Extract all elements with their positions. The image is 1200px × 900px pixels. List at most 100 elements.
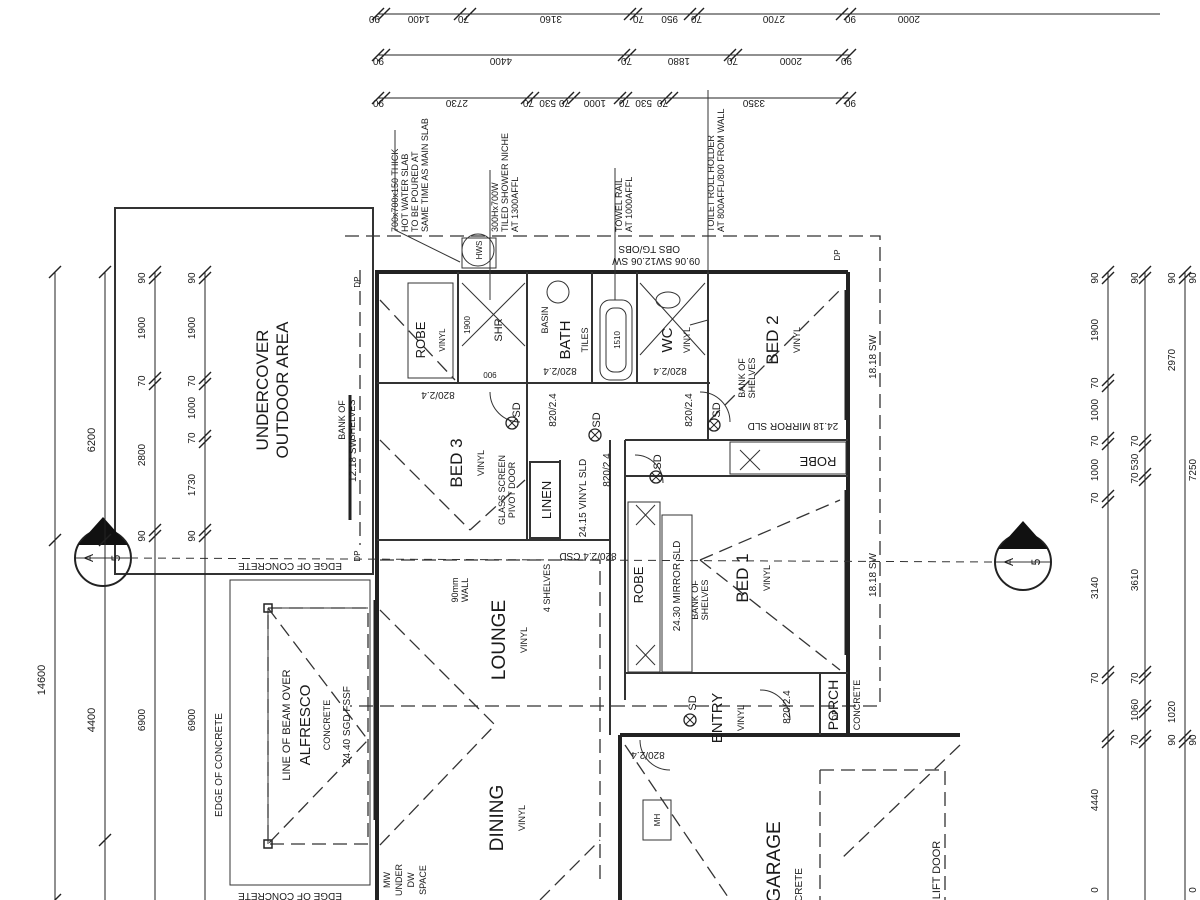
svg-text:12.18 SW: 12.18 SW: [348, 437, 359, 481]
dim-label: 3140: [1090, 576, 1101, 599]
svg-text:300Hx700W: 300Hx700W: [490, 182, 500, 232]
dimension-tick: [613, 91, 627, 105]
svg-text:LINE OF BEAM OVER: LINE OF BEAM OVER: [281, 669, 293, 780]
dim-label: 4400: [489, 55, 512, 66]
dimension-tick: [98, 533, 112, 547]
svg-text:BED 2: BED 2: [763, 315, 782, 364]
dimension-tick: [148, 377, 162, 391]
svg-text:DP: DP: [833, 249, 842, 260]
svg-text:VINYL: VINYL: [792, 327, 802, 353]
svg-text:5: 5: [1029, 558, 1043, 565]
toilet-roll-note: TOILET ROLL HOLDER AT 800AFFL/800 FROM W…: [706, 109, 726, 232]
dim-label: 4440: [1090, 788, 1101, 811]
dim-label: 3160: [539, 13, 562, 24]
room-lounge: LOUNGE VINYL: [489, 600, 529, 680]
dimension-tick: [1178, 735, 1192, 749]
svg-text:SHELVES: SHELVES: [700, 580, 710, 621]
dimension-tick: [198, 271, 212, 285]
room-porch: PORCH CONCRETE: [825, 680, 862, 731]
dimension-tick: [629, 7, 643, 21]
dim-label: 90: [137, 530, 148, 542]
svg-text:BED 3: BED 3: [447, 438, 466, 487]
dim-label: 70: [558, 97, 570, 108]
dimension-tick: [1101, 735, 1115, 749]
undercover-outline: [114, 207, 374, 575]
dimension-tick: [1101, 495, 1115, 509]
dimension-tick: [623, 48, 637, 62]
alfresco-labels: LINE OF BEAM OVER ALFRESCO CONCRETE 24.4…: [214, 560, 353, 900]
dim-label: 1880: [667, 55, 690, 66]
svg-text:VINYL: VINYL: [682, 327, 692, 353]
svg-text:AT 1000AFFL: AT 1000AFFL: [624, 177, 634, 232]
dim-label: 70: [632, 13, 644, 24]
dimension-tick: [526, 91, 540, 105]
dim-label: 1000: [1090, 458, 1101, 481]
dimension-tick: [148, 271, 162, 285]
svg-text:820/2.4: 820/2.4: [631, 749, 665, 760]
dimension-tick: [463, 7, 477, 21]
dim-label: 6200: [86, 428, 98, 452]
svg-text:CRETE: CRETE: [794, 868, 805, 900]
dim-label: 1060: [1130, 698, 1141, 721]
dimension-tick: [691, 7, 705, 21]
svg-text:09.06 SW12.06 SW: 09.06 SW12.06 SW: [612, 255, 700, 266]
dim-label: 6900: [137, 708, 148, 731]
svg-text:1510: 1510: [613, 331, 622, 349]
dimension-tick: [98, 265, 112, 279]
smoke-detectors: SD SD SD SD SD: [505, 402, 723, 727]
dim-label: 70: [690, 13, 702, 24]
dimension-tick: [148, 265, 162, 279]
dimension-tick: [623, 7, 637, 21]
dim-label: 950: [661, 13, 678, 24]
dim-label: 1000: [1090, 398, 1101, 421]
svg-text:SD: SD: [591, 412, 603, 427]
dimension-tick: [1138, 671, 1152, 685]
svg-text:TOILET ROLL HOLDER: TOILET ROLL HOLDER: [706, 135, 716, 232]
left-dimensions: 14600 6200 4400 90 1900 70 2800 90 6900 …: [36, 272, 198, 732]
dim-label: 4400: [86, 708, 98, 732]
svg-text:PORCH: PORCH: [825, 680, 841, 731]
dim-label: 90: [137, 272, 148, 284]
dim-label: 1900: [137, 316, 148, 339]
dim-label: 90: [1167, 272, 1178, 284]
dim-label: 90: [372, 97, 384, 108]
dimension-tick: [1138, 467, 1152, 481]
dimension-tick: [683, 7, 697, 21]
dimension-tick: [617, 48, 631, 62]
shower-niche-note: 300Hx700W TILED SHOWER NICHE AT 1300AFFL: [490, 133, 520, 232]
dim-label: 90: [187, 272, 198, 284]
dimension-tick: [659, 91, 673, 105]
smoke-detector-icon: SD: [588, 412, 603, 442]
dimension-tick: [1138, 473, 1152, 487]
dimension-tick: [1138, 705, 1152, 719]
svg-text:EDGE OF CONCRETE: EDGE OF CONCRETE: [238, 890, 342, 900]
dim-label: 70: [1130, 672, 1141, 684]
dimension-tick: [1101, 437, 1115, 451]
svg-text:DP: DP: [353, 276, 362, 287]
room-bed1: BED 1 VINYL: [733, 553, 772, 602]
svg-text:VINYL: VINYL: [736, 705, 746, 731]
svg-text:EDGE OF CONCRETE: EDGE OF CONCRETE: [238, 560, 342, 571]
svg-text:SHR: SHR: [493, 318, 505, 341]
smoke-detector-icon: SD: [707, 402, 723, 432]
dim-label: 90: [1188, 734, 1199, 746]
svg-text:BASIN: BASIN: [540, 306, 550, 333]
dimension-tick: [665, 91, 679, 105]
svg-text:AT 1300AFFL: AT 1300AFFL: [510, 177, 520, 232]
dimension-tick: [1101, 431, 1115, 445]
dim-label: 90: [368, 13, 380, 24]
dim-label: 530: [635, 97, 652, 108]
dimension-tick: [1101, 665, 1115, 679]
dim-label: 2800: [137, 443, 148, 466]
room-dining: DINING VINYL: [487, 785, 527, 852]
svg-text:ROBE: ROBE: [799, 454, 836, 469]
towel-rail-note: TOWEL RAIL AT 1000AFFL: [614, 177, 634, 232]
svg-text:820/2.4: 820/2.4: [421, 389, 455, 400]
svg-text:VINYL: VINYL: [438, 328, 447, 352]
robe-bed2: ROBE: [799, 454, 836, 469]
svg-text:LINEN: LINEN: [539, 481, 554, 519]
svg-text:820/2.4: 820/2.4: [543, 365, 577, 376]
dim-label: 2970: [1167, 348, 1178, 371]
svg-text:ROBE: ROBE: [631, 566, 646, 603]
